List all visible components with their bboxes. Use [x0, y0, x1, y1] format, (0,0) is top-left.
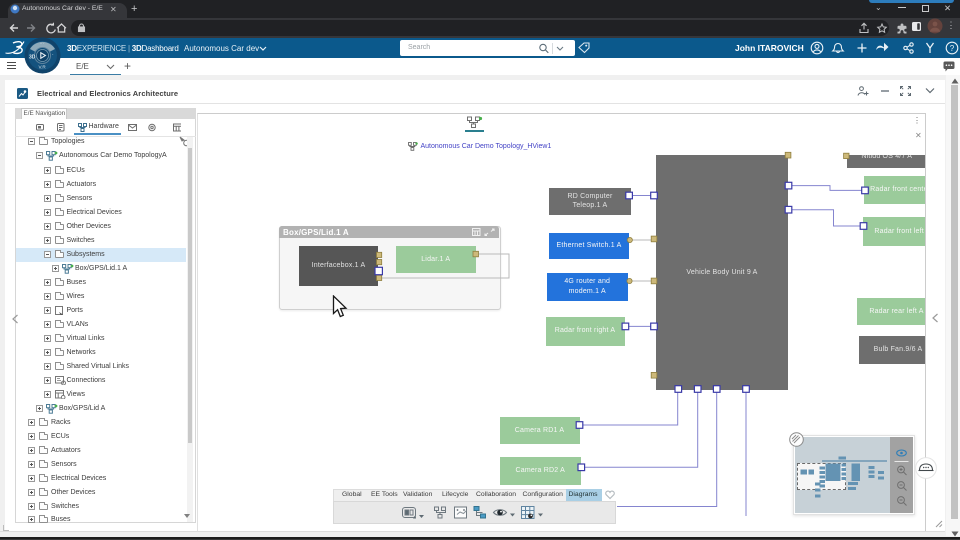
svg-text:⋯: ⋯ [40, 41, 45, 46]
svg-text:?: ? [950, 44, 955, 53]
svg-text:´: ´ [52, 55, 54, 61]
svg-text:3D: 3D [29, 55, 36, 61]
svg-text:V.R: V.R [39, 65, 47, 70]
